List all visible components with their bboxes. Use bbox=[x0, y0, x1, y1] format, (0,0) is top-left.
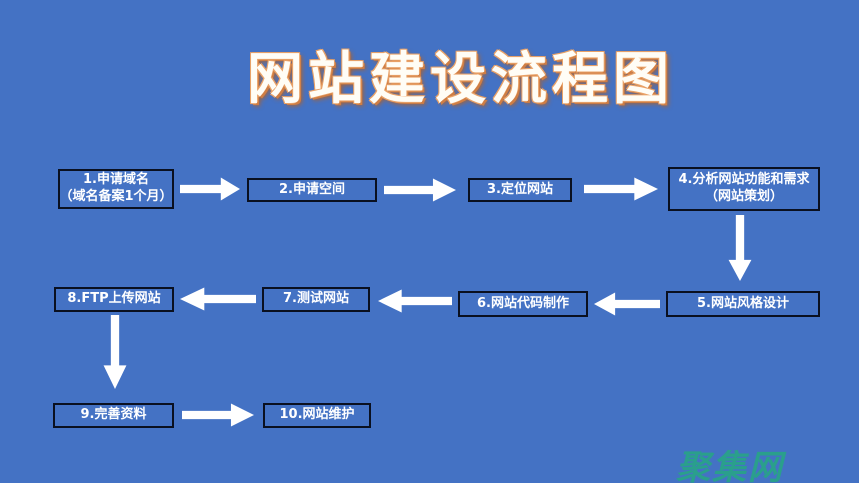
arrow-down-8-to-9 bbox=[103, 315, 127, 389]
flow-step-9-label: 9.完善资料 bbox=[80, 407, 147, 423]
flow-step-8-box: 8.FTP上传网站 bbox=[54, 287, 174, 312]
flow-step-6-box: 6.网站代码制作 bbox=[458, 291, 588, 317]
flow-step-5-box: 5.网站风格设计 bbox=[666, 291, 820, 317]
arrow-down-4-to-5 bbox=[728, 215, 752, 281]
flow-step-3-box: 3.定位网站 bbox=[468, 178, 572, 202]
flow-step-3-label: 3.定位网站 bbox=[487, 181, 553, 197]
flow-step-1-sublabel: （域名备案1个月） bbox=[59, 189, 173, 204]
arrow-right-9-to-10 bbox=[182, 403, 254, 427]
arrow-left-5-to-6 bbox=[594, 292, 660, 316]
flow-step-4-box: 4.分析网站功能和需求 （网站策划） bbox=[668, 167, 820, 211]
flow-step-10-label: 10.网站维护 bbox=[279, 407, 355, 423]
flow-step-9-box: 9.完善资料 bbox=[53, 403, 174, 428]
site-watermark: 聚集网 bbox=[676, 448, 784, 483]
flow-step-2-label: 2.申请空间 bbox=[279, 181, 345, 197]
flow-step-7-box: 7.测试网站 bbox=[262, 287, 370, 312]
flow-step-8-label: 8.FTP上传网站 bbox=[67, 291, 161, 307]
flow-step-4-sublabel: （网站策划） bbox=[704, 189, 783, 204]
page-title: 网站建设流程图 bbox=[247, 47, 674, 112]
flow-step-1-label: 1.申请域名 bbox=[83, 172, 149, 188]
arrow-left-7-to-8 bbox=[180, 287, 256, 311]
flow-step-10-box: 10.网站维护 bbox=[263, 403, 371, 428]
flow-step-7-label: 7.测试网站 bbox=[283, 291, 349, 307]
flow-step-5-label: 5.网站风格设计 bbox=[697, 295, 789, 311]
flow-step-2-box: 2.申请空间 bbox=[247, 178, 377, 202]
flow-step-1-box: 1.申请域名 （域名备案1个月） bbox=[58, 169, 174, 209]
arrow-left-6-to-7 bbox=[378, 289, 452, 313]
arrow-right-1-to-2 bbox=[180, 177, 240, 201]
flow-step-6-label: 6.网站代码制作 bbox=[477, 295, 569, 311]
flow-step-4-label: 4.分析网站功能和需求 bbox=[678, 172, 810, 188]
arrow-right-2-to-3 bbox=[384, 178, 456, 202]
arrow-right-3-to-4 bbox=[584, 177, 658, 201]
